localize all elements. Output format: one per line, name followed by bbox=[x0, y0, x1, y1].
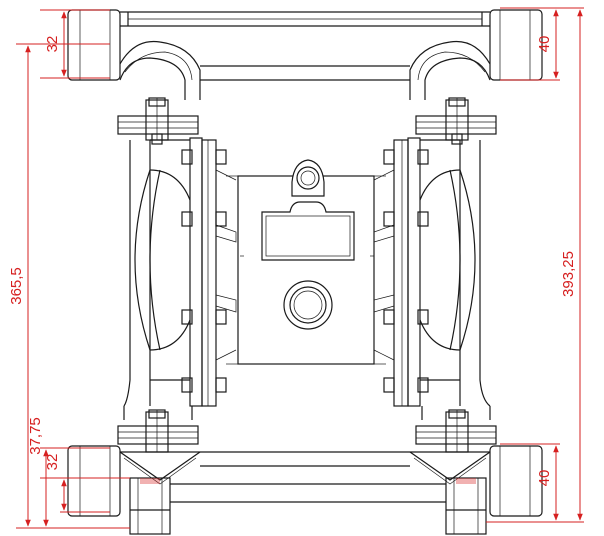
bottom-right-clamp bbox=[415, 406, 497, 453]
top-right-clamp bbox=[415, 97, 497, 145]
dim-text-bottom-right-port: 40 bbox=[536, 470, 553, 487]
dim-text-top-right-port: 40 bbox=[536, 36, 553, 53]
right-chamber bbox=[393, 137, 481, 407]
top-left-clamp bbox=[117, 97, 199, 145]
dim-text-bottom-left-port: 32 bbox=[44, 454, 61, 471]
dim-text-overall-right: 393,25 bbox=[560, 251, 577, 297]
bottom-left-clamp bbox=[117, 406, 199, 453]
dim-text-bottom-left-outer: 37,75 bbox=[27, 417, 44, 455]
dim-text-overall-left: 365,5 bbox=[8, 267, 25, 305]
chamber-lower-ends bbox=[123, 379, 491, 407]
left-chamber bbox=[129, 137, 217, 407]
left-chamber-bolts bbox=[181, 149, 237, 393]
bottom-manifold bbox=[67, 445, 543, 535]
right-chamber-bolts bbox=[373, 149, 429, 393]
top-manifold bbox=[67, 9, 543, 100]
dimension-extension-lines bbox=[16, 7, 584, 529]
dim-text-top-left-port: 32 bbox=[44, 36, 61, 53]
center-body bbox=[226, 159, 386, 365]
